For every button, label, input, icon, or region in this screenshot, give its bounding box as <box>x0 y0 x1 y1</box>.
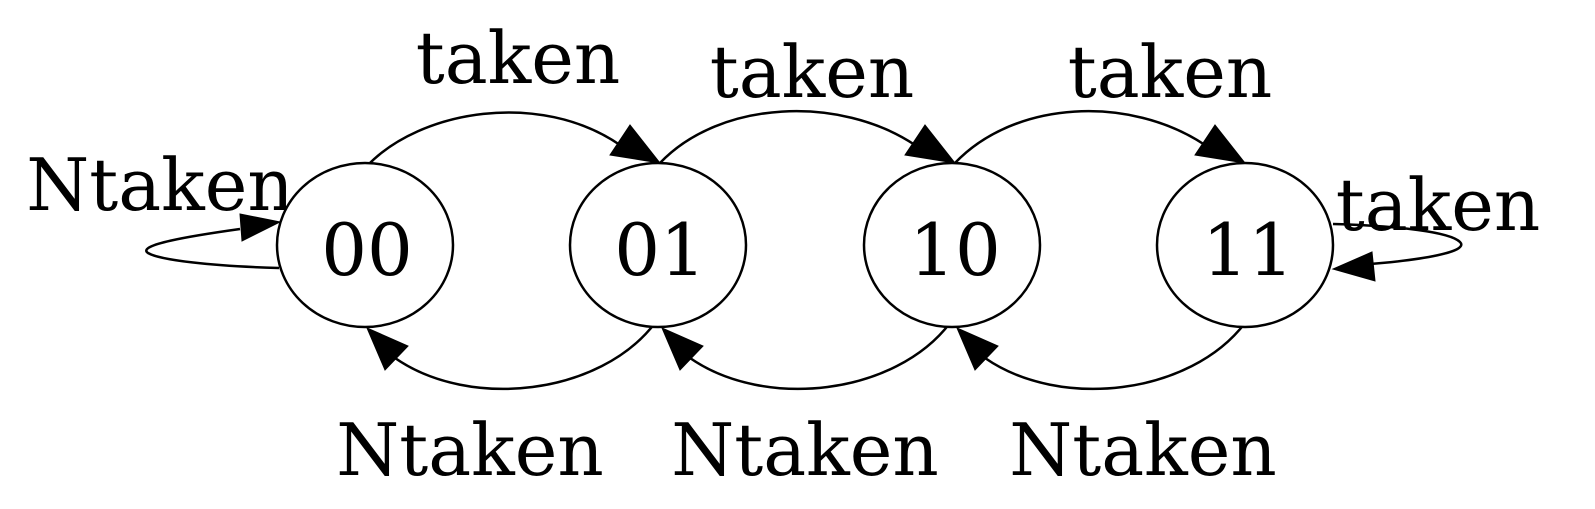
edge-10-11-arrowhead <box>1194 124 1247 164</box>
edge-00-01-path <box>366 111 621 167</box>
edge-10-01-path <box>689 322 951 391</box>
edge-01-10-label: taken <box>710 30 914 114</box>
edge-self-00-arrowhead <box>239 213 282 242</box>
edge-10-01: Ntaken <box>661 322 951 492</box>
state-11-label: 11 <box>1202 208 1294 292</box>
state-10: 10 <box>862 161 1042 329</box>
edge-10-11-label: taken <box>1068 30 1272 114</box>
edge-10-11: taken <box>954 30 1272 164</box>
edge-self-11: taken <box>1331 163 1540 282</box>
state-11-circle <box>1155 161 1335 329</box>
edge-self-11-path <box>1332 222 1463 266</box>
state-00: 00 <box>275 161 455 329</box>
edge-10-01-arrowhead <box>661 327 704 371</box>
edge-01-00-arrowhead <box>366 327 409 371</box>
edge-00-01-arrowhead <box>609 124 662 164</box>
edge-01-10-path <box>659 109 916 164</box>
edge-01-00-label: Ntaken <box>336 408 603 492</box>
edge-11-10-arrowhead <box>956 327 999 371</box>
edge-11-10: Ntaken <box>956 322 1277 492</box>
state-01-circle <box>568 161 748 329</box>
state-00-circle <box>275 161 455 329</box>
state-01-label: 01 <box>614 208 706 292</box>
edge-00-01: taken <box>366 16 662 167</box>
edge-11-10-label: Ntaken <box>1009 408 1276 492</box>
edge-self-00-label: Ntaken <box>26 143 293 227</box>
state-01: 01 <box>568 161 748 329</box>
edge-10-01-label: Ntaken <box>671 408 938 492</box>
edge-11-10-path <box>984 322 1246 391</box>
state-11: 11 <box>1155 161 1335 329</box>
edge-self-11-label: taken <box>1336 163 1540 247</box>
edge-self-00-path <box>145 227 280 270</box>
edge-self-11-arrowhead <box>1331 251 1376 282</box>
edge-01-00-path <box>394 322 656 391</box>
edge-10-11-path <box>954 109 1206 164</box>
edge-01-00: Ntaken <box>336 322 656 492</box>
edge-01-10-arrowhead <box>904 124 957 164</box>
edge-01-10: taken <box>659 30 957 164</box>
state-00-label: 00 <box>321 208 413 292</box>
state-10-label: 10 <box>909 208 1001 292</box>
state-10-circle <box>862 161 1042 329</box>
edge-00-01-label: taken <box>416 16 620 100</box>
edge-self-00: Ntaken <box>26 143 294 270</box>
